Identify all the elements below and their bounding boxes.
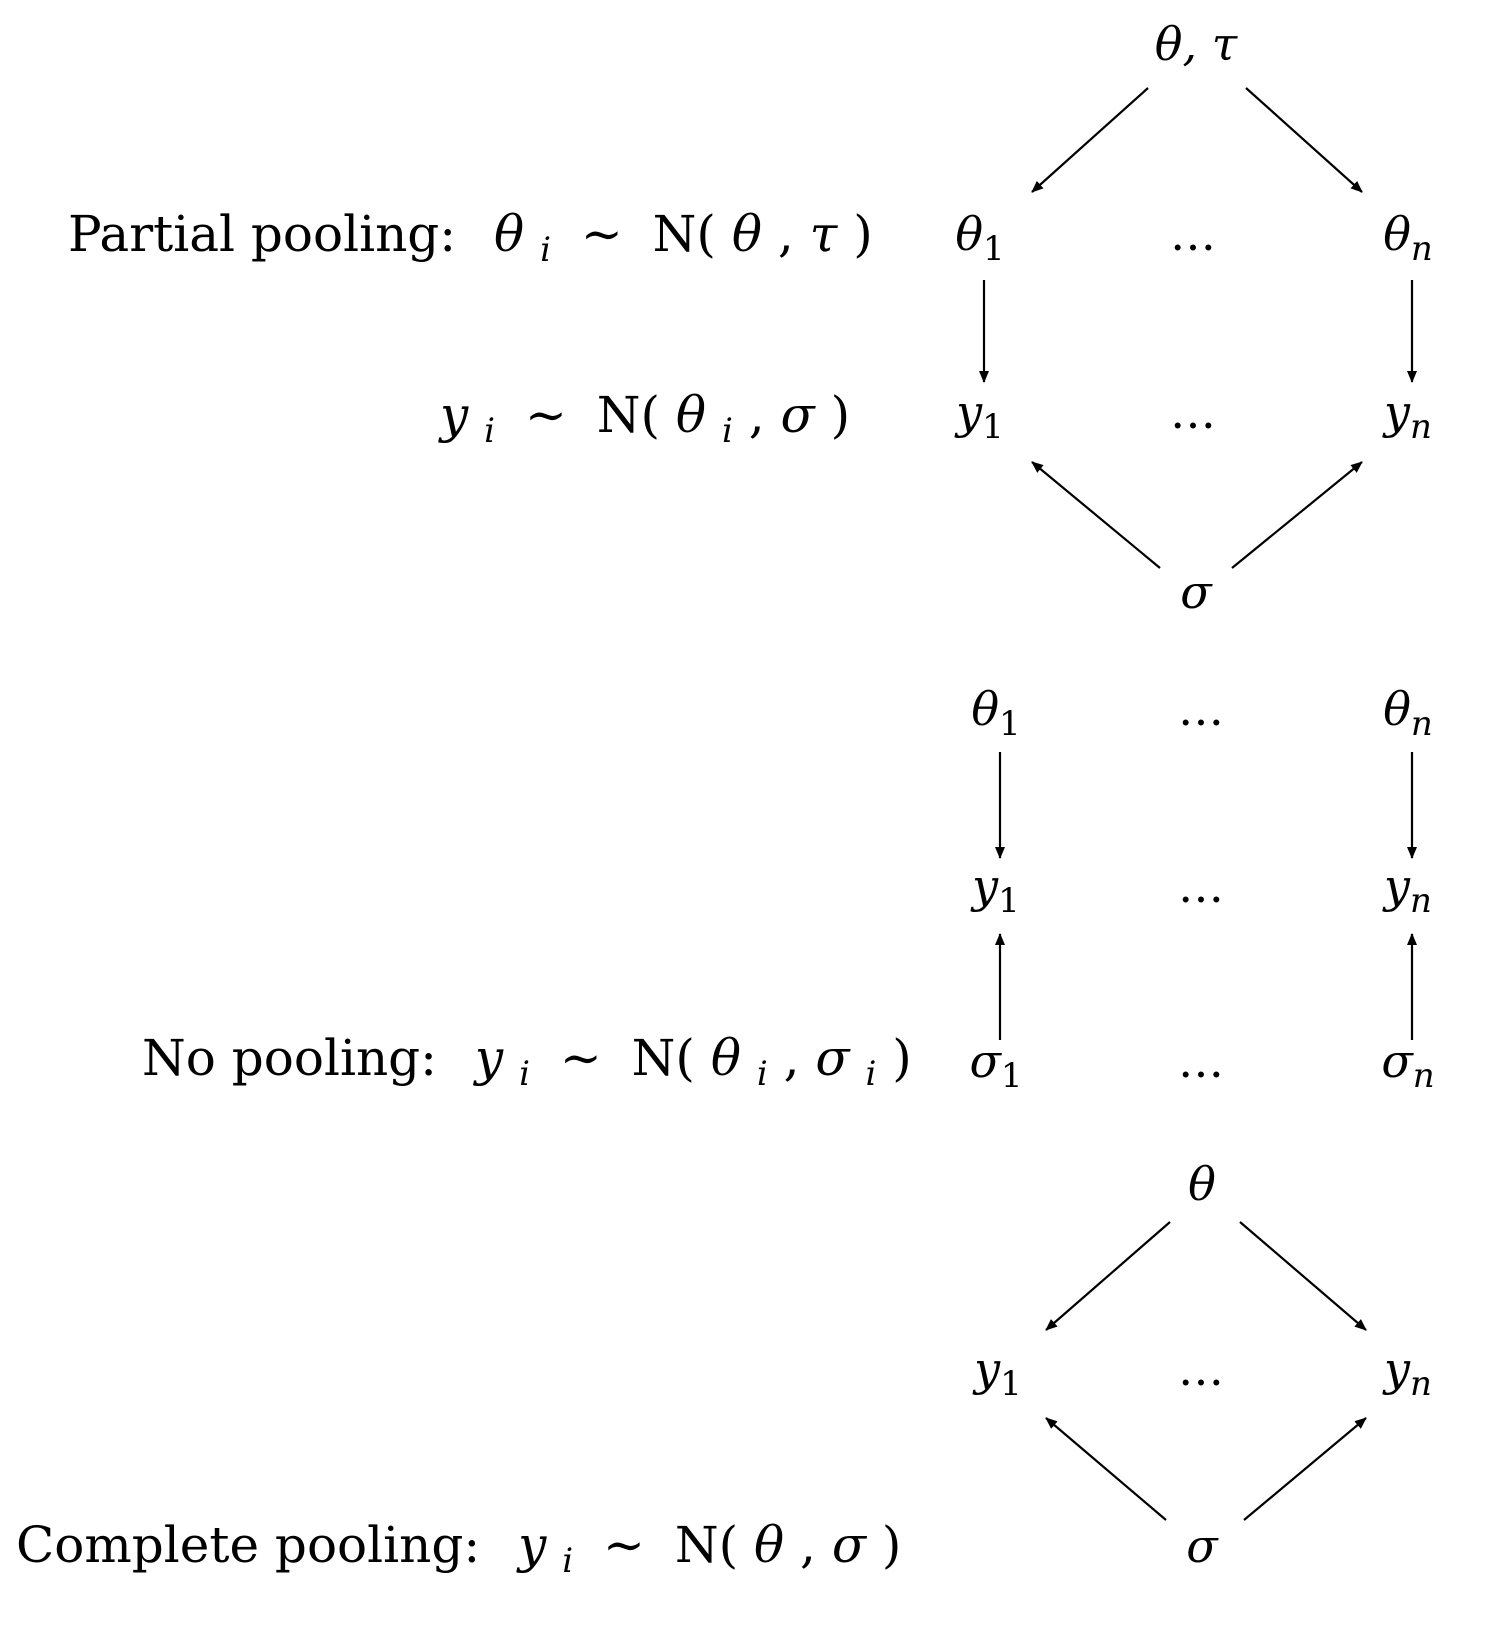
ellipsis-y-row-2: … [1178,859,1230,913]
edge-sigma-to-y-n-cp [1243,1417,1367,1521]
node-y-n-cp-main: y [1382,1342,1411,1396]
node-theta-1-np-main: θ [971,682,999,736]
prior-lhs: θ [494,205,524,263]
comp-pool-arg-sigma: σ [832,1516,868,1574]
node-theta-n-np: θn [1383,682,1433,744]
edge-hyper-to-theta-1 [1031,87,1149,193]
prior-arg-tau: τ [810,205,839,263]
node-y-n-main: y [1382,385,1411,439]
node-y-n: yn [1382,385,1432,447]
no-pool-close: ) [892,1029,912,1087]
comp-pool-dist: N( [675,1516,738,1574]
no-pooling-name: No pooling: [142,1029,437,1087]
node-y-n-sub: n [1410,407,1432,447]
node-y-1: y1 [954,385,1004,447]
node-sigma-shared: σ [1180,565,1213,619]
lik-lhs-sub: i [484,411,495,451]
node-y-1-np: y1 [970,859,1020,921]
edge-theta-to-y-n-cp [1239,1221,1367,1331]
node-theta-shared-cp: θ [1188,1157,1216,1211]
node-theta-1-sub: 1 [983,229,1005,269]
node-sigma-n-np-main: σ [1381,1034,1414,1088]
edge-theta-to-y-1-cp [1045,1221,1171,1331]
partial-pooling-prior-label: Partial pooling: θ i ∼ N( θ , τ ) [68,205,873,273]
comp-pool-lhs: y [516,1516,547,1574]
edge-sigma-to-y-1 [1031,461,1161,569]
no-pool-arg-comma: , [784,1029,816,1087]
node-y-1-main: y [954,385,983,439]
node-y-1-np-main: y [970,859,999,913]
node-y-n-np-main: y [1382,859,1411,913]
lik-arg-comma: , [749,386,781,444]
node-hyper-theta-tau: θ, τ [1155,17,1239,71]
lik-close: ) [831,386,851,444]
ellipsis-sigma-row-2: … [1178,1034,1230,1088]
lik-arg-sigma: σ [781,386,817,444]
partial-pooling-likelihood-label: y i ∼ N( θ i , σ ) [438,386,850,454]
node-y-1-cp: y1 [972,1342,1022,1404]
node-theta-n-sub: n [1411,229,1433,269]
node-sigma-1-np-main: σ [969,1034,1002,1088]
complete-pooling-label: Complete pooling: y i ∼ N( θ , σ ) [16,1516,901,1584]
ellipsis-y-row-3: … [1178,1342,1230,1396]
node-sigma-shared-cp: σ [1186,1519,1219,1573]
node-y-1-cp-sub: 1 [1000,1364,1022,1404]
ellipsis-theta-row-1: … [1170,207,1222,261]
no-pool-lhs: y [473,1029,504,1087]
node-y-n-cp-sub: n [1410,1364,1432,1404]
comp-pool-arg-theta: θ [754,1516,784,1574]
no-pool-dist: N( [632,1029,695,1087]
node-y-1-cp-main: y [972,1342,1001,1396]
node-y-n-np-sub: n [1410,881,1432,921]
partial-pooling-name: Partial pooling: [68,205,456,263]
prior-arg-theta: θ [732,205,762,263]
node-y-1-np-sub: 1 [998,881,1020,921]
node-sigma-n-np-sub: n [1413,1056,1435,1096]
lik-arg-theta: θ [676,386,706,444]
comp-pool-close: ) [882,1516,902,1574]
node-sigma-n-np: σn [1381,1034,1434,1096]
complete-pooling-name: Complete pooling: [16,1516,480,1574]
prior-rel: ∼ [581,205,623,263]
node-theta-n-np-main: θ [1383,682,1411,736]
node-theta-1-main: θ [955,207,983,261]
no-pool-arg-theta: θ [711,1029,741,1087]
prior-dist: N( [653,205,716,263]
edge-sigma-to-y-1-cp [1045,1417,1167,1521]
node-theta-1: θ1 [955,207,1004,269]
node-theta-n: θn [1383,207,1433,269]
node-sigma-1-np-sub: 1 [1001,1056,1023,1096]
no-pool-rel: ∼ [560,1029,602,1087]
ellipsis-y-row-1: … [1170,385,1222,439]
comp-pool-rel: ∼ [603,1516,645,1574]
ellipsis-theta-row-2: … [1178,682,1230,736]
no-pool-lhs-sub: i [519,1054,530,1094]
no-pool-arg-theta-sub: i [757,1054,768,1094]
lik-arg-theta-sub: i [722,411,733,451]
node-theta-1-np: θ1 [971,682,1020,744]
node-theta-1-np-sub: 1 [999,704,1021,744]
lik-lhs: y [438,386,469,444]
node-sigma-1-np: σ1 [969,1034,1022,1096]
prior-arg-comma: , [778,205,810,263]
edge-hyper-to-theta-n [1245,87,1363,193]
node-theta-n-main: θ [1383,207,1411,261]
comp-pool-arg-comma: , [800,1516,832,1574]
no-pool-arg-sigma-sub: i [865,1054,876,1094]
edge-sigma-to-y-n [1231,461,1363,569]
lik-rel: ∼ [525,386,567,444]
prior-close: ) [853,205,873,263]
no-pooling-label: No pooling: y i ∼ N( θ i , σ i ) [142,1029,912,1097]
node-y-n-np: yn [1382,859,1432,921]
node-y-1-sub: 1 [982,407,1004,447]
node-theta-n-np-sub: n [1411,704,1433,744]
node-y-n-cp: yn [1382,1342,1432,1404]
lik-dist: N( [597,386,660,444]
prior-lhs-sub: i [540,230,551,270]
no-pool-arg-sigma: σ [815,1029,851,1087]
comp-pool-lhs-sub: i [562,1541,573,1581]
